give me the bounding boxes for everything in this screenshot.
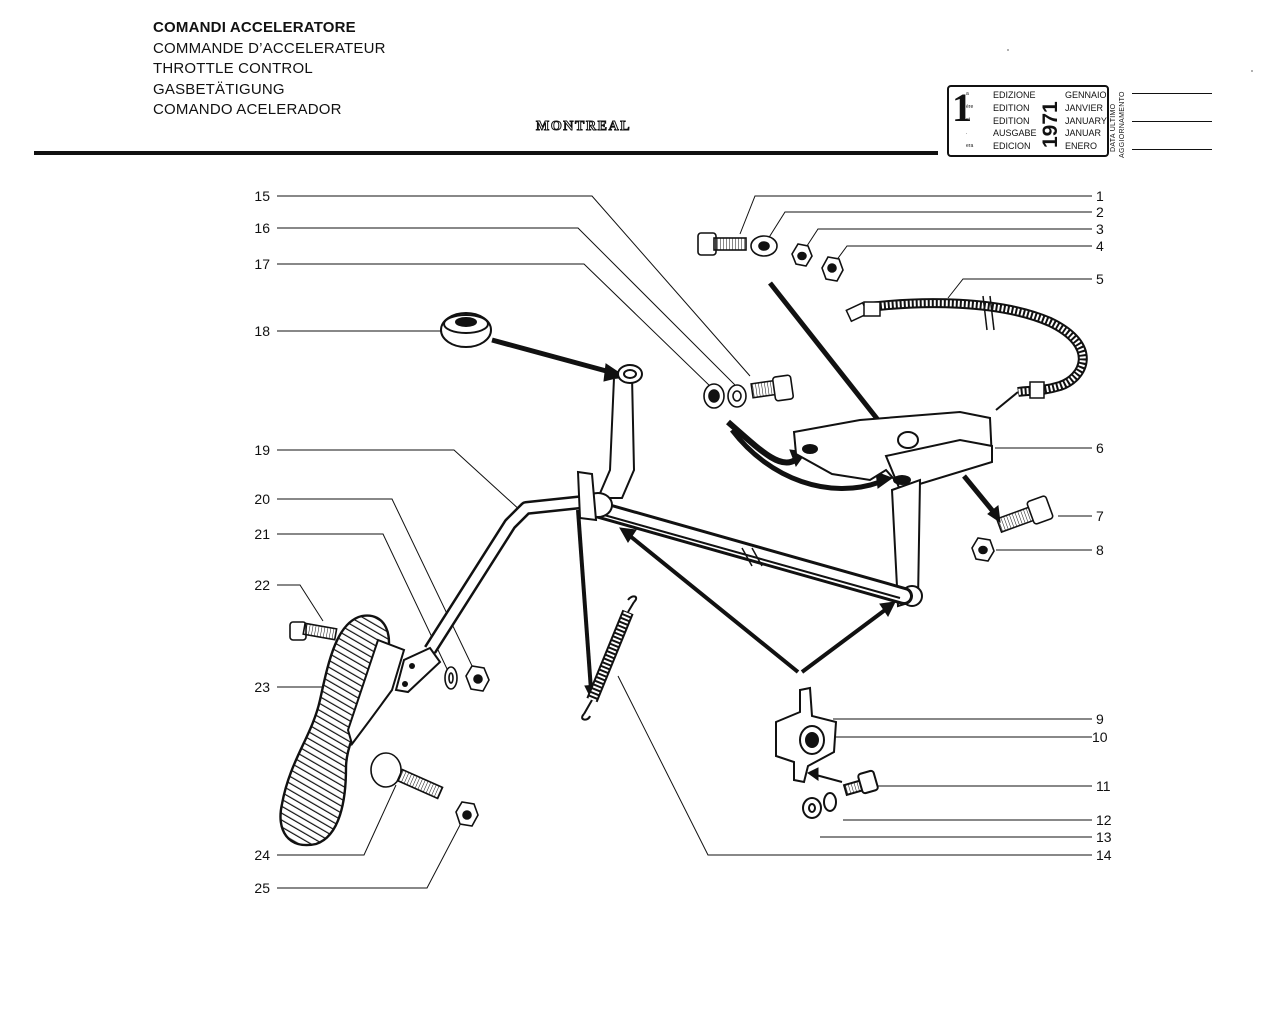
- callout-10: 10: [1092, 729, 1108, 745]
- scan-speck: [1251, 70, 1253, 72]
- edition-month: JANVIER: [1065, 103, 1104, 113]
- shaft-support-bracket: [775, 686, 879, 819]
- callout-15: 15: [254, 188, 270, 204]
- bolt-washers-15-17: [703, 374, 794, 409]
- bolt-and-nut-7-8: [971, 495, 1054, 562]
- leader-lines: [277, 195, 1092, 889]
- edition-month: JANUARY: [1065, 116, 1107, 126]
- update-line: [1132, 121, 1212, 122]
- upper-lever: [576, 364, 643, 522]
- edition-word: EDITION: [993, 103, 1030, 113]
- edition-month: GENNAIO: [1065, 90, 1107, 100]
- pedal-stop-24-25: [370, 752, 479, 827]
- callout-24: 24: [254, 847, 270, 863]
- callout-1: 1: [1096, 188, 1104, 204]
- callout-13: 13: [1096, 829, 1112, 845]
- callout-14: 14: [1096, 847, 1112, 863]
- header-rule: [34, 151, 938, 155]
- callout-21: 21: [254, 526, 270, 542]
- throttle-cable: [845, 295, 1088, 411]
- edition-month: JANUAR: [1065, 128, 1102, 138]
- edition-word: EDITION: [993, 116, 1030, 126]
- callout-4: 4: [1096, 238, 1104, 254]
- pedal-rod: [394, 493, 603, 694]
- callout-25: 25: [254, 880, 270, 896]
- bolt-washer-nut-set: [697, 232, 844, 282]
- callout-8: 8: [1096, 542, 1104, 558]
- edition-ordinal: a: [966, 91, 969, 97]
- callout-18: 18: [254, 323, 270, 339]
- callout-7: 7: [1096, 508, 1104, 524]
- return-spring: [581, 595, 638, 721]
- title-german: GASBETÄTIGUNG: [153, 80, 285, 98]
- title-italian: COMANDI ACCELERATORE: [153, 19, 356, 36]
- washers-nut-20-22: [289, 621, 490, 692]
- model-logo: MONTREAL: [535, 119, 632, 135]
- assembly-arrows: [491, 281, 1001, 783]
- edition-ordinal: era: [966, 143, 974, 149]
- edition-number: 1: [952, 85, 972, 130]
- callout-9: 9: [1096, 711, 1104, 727]
- scan-speck: [1007, 49, 1009, 51]
- update-line: [1132, 93, 1212, 94]
- callout-16: 16: [254, 220, 270, 236]
- update-line: [1132, 149, 1212, 150]
- title-english: THROTTLE CONTROL: [153, 60, 313, 77]
- edition-word: EDICION: [993, 141, 1031, 151]
- callout-20: 20: [254, 491, 270, 507]
- callout-23: 23: [254, 679, 270, 695]
- edition-ordinal: .: [966, 130, 968, 136]
- callout-12: 12: [1096, 812, 1112, 828]
- cross-shaft: [591, 501, 913, 605]
- edition-box: [947, 85, 1109, 157]
- title-block: COMANDI ACCELERATORE COMMANDE D’ACCELERA…: [153, 18, 386, 121]
- rubber-grommet: [440, 312, 492, 348]
- edition-ordinal: ère: [966, 104, 974, 110]
- edition-ordinal: st: [966, 117, 970, 123]
- callout-22: 22: [254, 577, 270, 593]
- title-spanish: COMANDO ACELERADOR: [153, 101, 342, 118]
- edition-word: AUSGABE: [993, 128, 1037, 138]
- callout-17: 17: [254, 256, 270, 272]
- callout-19: 19: [254, 442, 270, 458]
- edition-word: EDIZIONE: [993, 90, 1036, 100]
- callout-6: 6: [1096, 440, 1104, 456]
- callout-2: 2: [1096, 204, 1104, 220]
- accelerator-pedal: [279, 614, 406, 847]
- title-french: COMMANDE D’ACCELERATEUR: [153, 39, 386, 57]
- callout-11: 11: [1096, 778, 1111, 794]
- edition-month: ENERO: [1065, 141, 1098, 151]
- callout-3: 3: [1096, 221, 1104, 237]
- callout-5: 5: [1096, 271, 1104, 287]
